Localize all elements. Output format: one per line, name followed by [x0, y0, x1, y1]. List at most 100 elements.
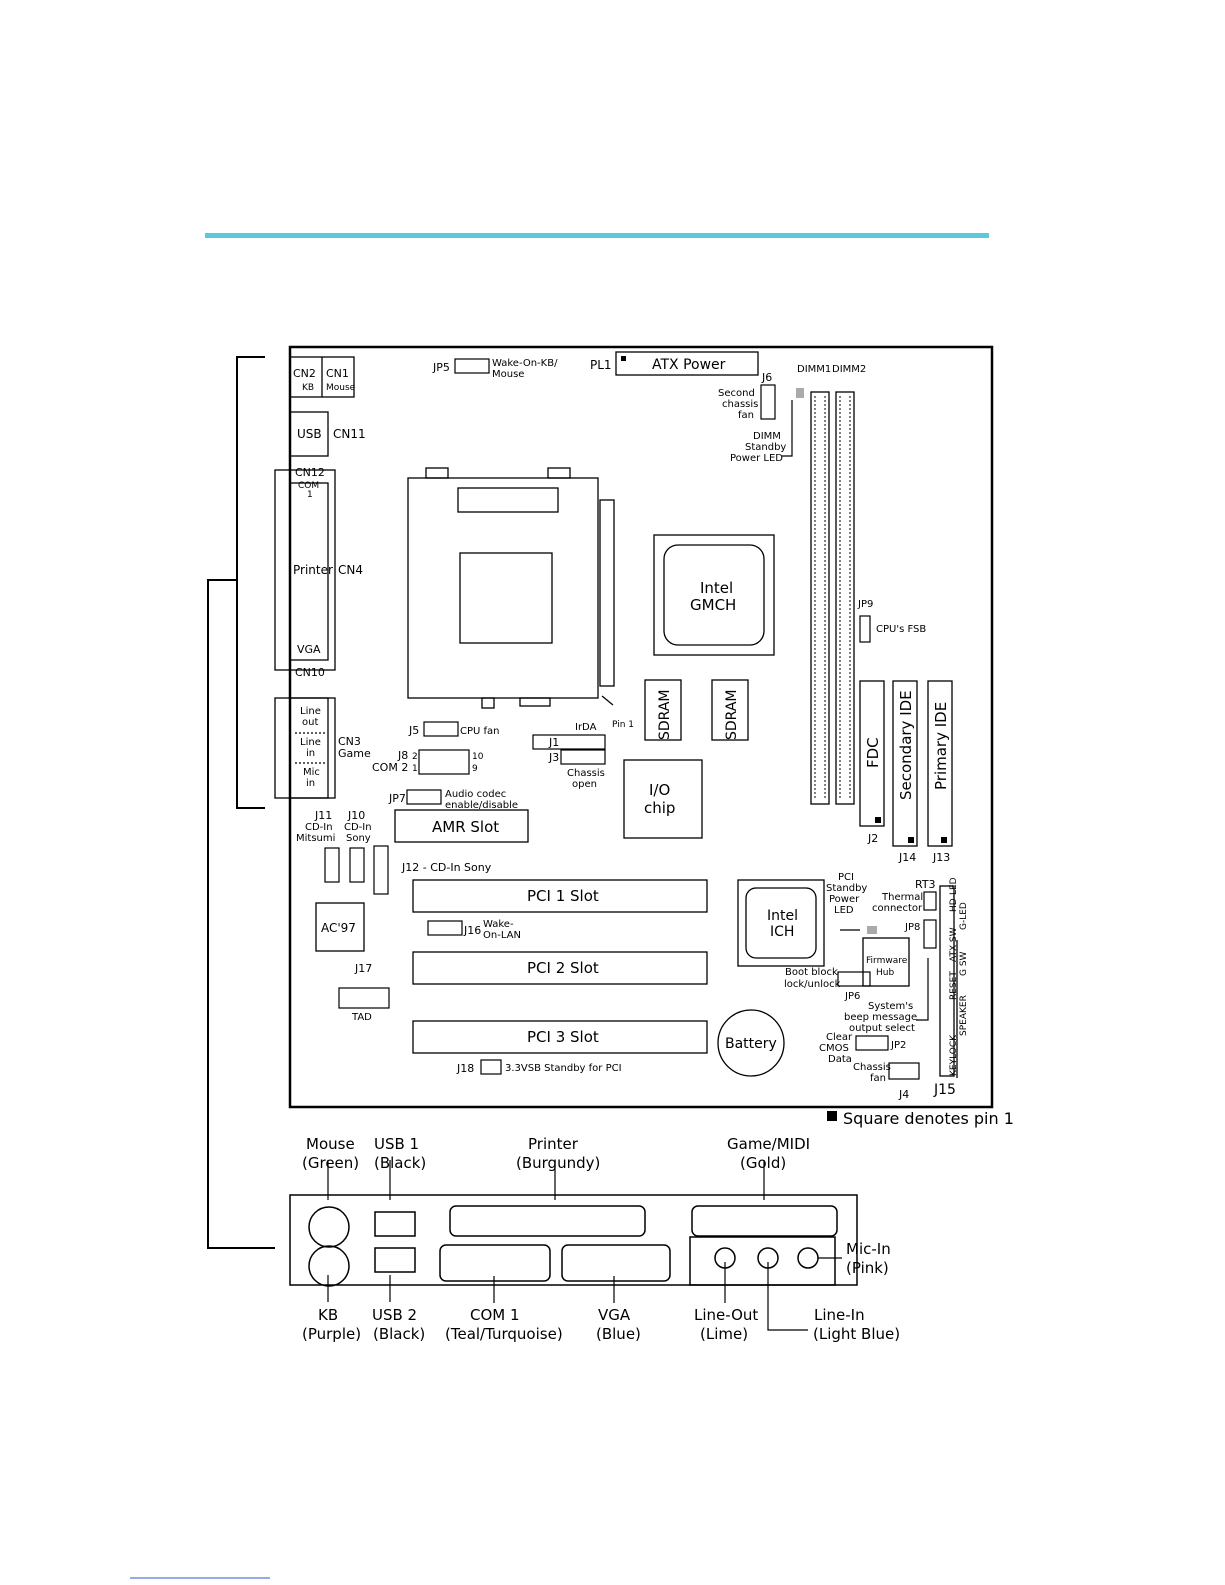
pci-led-2: Standby [826, 883, 867, 894]
battery-label: Battery [725, 1036, 777, 1052]
io-chip-1: I/O [649, 781, 670, 799]
j3-label: J3 [548, 751, 559, 764]
clear-cmos-1: Clear [826, 1032, 853, 1043]
j8-pin-9: 9 [472, 764, 478, 774]
j13-label: J13 [932, 851, 950, 864]
j12-label: J12 - CD-In Sony [401, 861, 492, 874]
chassis-fan-2: fan [870, 1073, 886, 1084]
io-usb1-1: USB 1 [374, 1135, 419, 1153]
pci3-slot-label: PCI 3 Slot [527, 1028, 599, 1046]
io-chip-2: chip [644, 799, 675, 817]
j8-pin-2: 2 [412, 752, 418, 762]
motherboard-outline [288, 345, 994, 1109]
cn1-sub: Mouse [326, 383, 356, 393]
j15-pin-hd-led: HD-LED [949, 877, 959, 912]
j17-label: J17 [354, 962, 372, 975]
j2-label: J2 [867, 832, 878, 845]
j16-label: J16 [463, 924, 481, 937]
io-bracket-link [207, 579, 275, 1249]
pci-led-1: PCI [838, 872, 854, 883]
j15-pin-keylock: KEYLOCK [949, 1034, 959, 1076]
jp5-desc-2: Mouse [492, 369, 524, 380]
gmch-label-2: GMCH [690, 596, 736, 614]
thermal-1: Thermal [881, 892, 923, 903]
firmware-hub-1: Firmware [866, 956, 908, 966]
j16-desc-1: Wake- [483, 919, 514, 930]
j10-desc-2: Sony [346, 833, 371, 844]
firmware-hub-2: Hub [876, 968, 894, 978]
jp6-label: JP6 [844, 991, 860, 1002]
cn4-label: CN4 [338, 563, 363, 577]
io-com1-1: COM 1 [470, 1306, 520, 1324]
io-printer-2: (Burgundy) [516, 1154, 600, 1172]
j6-desc-3: fan [738, 410, 754, 421]
j4-label: J4 [898, 1088, 909, 1101]
j8-label: J8 [397, 749, 408, 762]
pci-led-4: LED [834, 905, 854, 916]
io-line-out-2: (Lime) [700, 1325, 748, 1343]
pin1-label: Pin 1 [612, 720, 634, 730]
cn2-label: CN2 [293, 367, 316, 380]
jp7-desc-1: Audio codec [445, 789, 506, 800]
io-usb2-1: USB 2 [372, 1306, 417, 1324]
io-vga-1: VGA [598, 1306, 631, 1324]
square-note: Square denotes pin 1 [843, 1109, 1014, 1128]
jp9-desc: CPU's FSB [876, 624, 926, 635]
irda-label: IrDA [575, 722, 597, 733]
cn2-sub: KB [302, 383, 314, 393]
cn10-label: CN10 [295, 666, 325, 679]
j18-desc: 3.3VSB Standby for PCI [505, 1063, 622, 1074]
fdc-label: FDC [864, 737, 882, 768]
j6-desc-1: Second [718, 388, 755, 399]
line-out-1: Line [300, 706, 321, 717]
io-usb1-2: (Black) [374, 1154, 426, 1172]
io-com1-2: (Teal/Turquoise) [445, 1325, 563, 1343]
printer-label: Printer [293, 563, 333, 577]
dimm1-label: DIMM1 [797, 364, 831, 375]
line-in-1: Line [300, 737, 321, 748]
amr-slot-label: AMR Slot [432, 818, 499, 836]
thermal-2: connector [872, 903, 923, 914]
secondary-ide-label: Secondary IDE [897, 690, 915, 800]
dimm-led-3: Power LED [730, 453, 783, 464]
pl1-label: PL1 [590, 358, 612, 372]
j5-label: J5 [408, 724, 419, 737]
sdram-1-label: SDRAM [657, 690, 673, 740]
io-usb2-2: (Black) [373, 1325, 425, 1343]
io-line-out-1: Line-Out [694, 1306, 758, 1324]
j14-label: J14 [898, 851, 916, 864]
beep-3: output select [849, 1023, 915, 1034]
j6-label: J6 [761, 371, 772, 384]
j10-desc-1: CD-In [344, 822, 372, 833]
pci1-slot-label: PCI 1 Slot [527, 887, 599, 905]
io-vga-2: (Blue) [596, 1325, 641, 1343]
header-rule [205, 233, 989, 238]
tad-label: TAD [351, 1012, 372, 1023]
beep-2: beep message [844, 1012, 917, 1023]
cn11-label: CN11 [333, 427, 366, 441]
j15-pin-g-led: G-LED [959, 902, 969, 930]
boot-block-2: lock/unlock [784, 979, 841, 990]
line-in-2: in [306, 748, 315, 759]
jp7-label: JP7 [388, 792, 406, 805]
jp5-label: JP5 [432, 361, 450, 374]
dimm-led-2: Standby [745, 442, 786, 453]
mic-in-2: in [306, 778, 315, 789]
io-mouse-2: (Green) [302, 1154, 359, 1172]
j15-pin-reset: RESET [949, 971, 959, 1000]
io-kb-1: KB [318, 1306, 338, 1324]
jp9-label: JP9 [857, 599, 873, 610]
io-game-1: Game/MIDI [727, 1135, 810, 1153]
io-panel-outline [289, 1194, 858, 1286]
j15-label: J15 [933, 1082, 956, 1098]
io-bracket [236, 356, 265, 809]
io-mouse-1: Mouse [306, 1135, 355, 1153]
io-mic-2: (Pink) [846, 1259, 889, 1277]
ich-label-2: ICH [770, 924, 794, 940]
mic-in-1: Mic [303, 767, 320, 778]
com-num: 1 [307, 490, 313, 500]
line-out-2: out [302, 717, 318, 728]
com-label: COM [298, 481, 319, 491]
j10-label: J10 [347, 809, 365, 822]
cn3-game: Game [338, 747, 371, 760]
